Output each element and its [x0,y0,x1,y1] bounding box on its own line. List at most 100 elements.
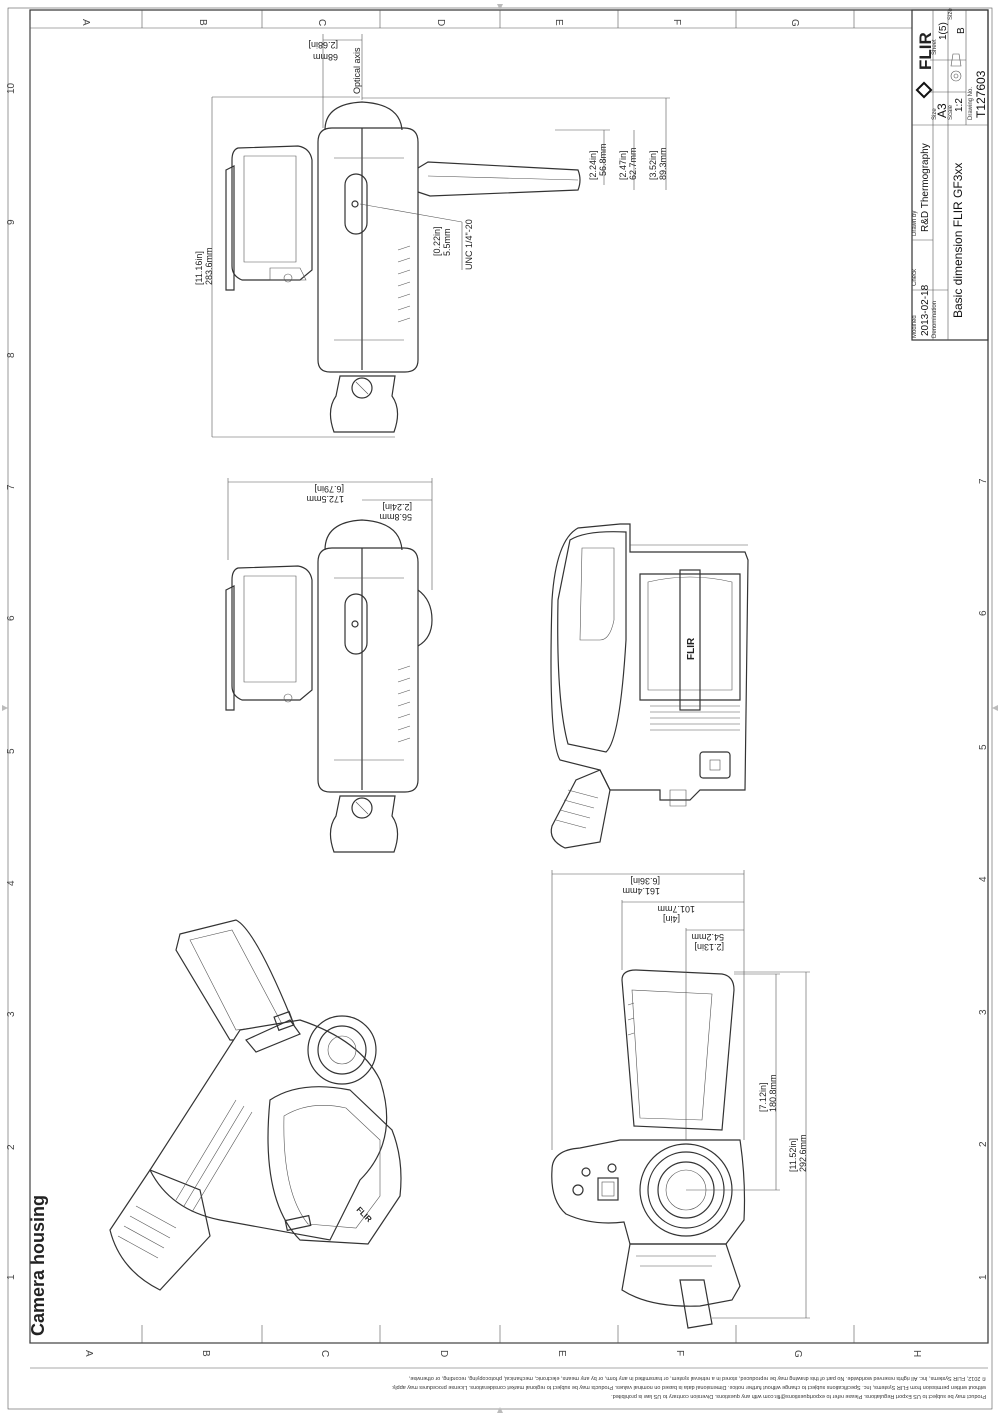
dim-front-h2-mm: 292.6mm [798,1134,808,1172]
zone-strip-top: A B C D E F G [30,10,912,29]
side-view: FLIR [550,523,749,849]
dim-front-w1-in: [6.36in] [630,876,660,886]
zone-num-left-10: 10 [6,82,17,94]
zone-num-right-3: 3 [978,1009,989,1015]
zone-letter-top-e: E [553,19,564,26]
footer: © 2012, FLIR Systems, Inc. All rights re… [30,1367,988,1399]
zone-letter-top-f: F [671,19,682,25]
zone-strip-left: 1 2 3 4 5 6 7 8 9 10 [6,20,31,1340]
sheet-label: Sheet [932,39,938,55]
size-label: Size [932,108,938,120]
zone-num-right-7: 7 [978,478,989,484]
middle-view-dimensions: [6.79in] 172.5mm [2.24in] 56.8mm [227,478,433,590]
rev-label: Size [948,8,954,20]
dim-front-w3-in: [2.13in] [694,942,724,952]
zone-num-left-7: 7 [6,484,17,490]
zone-num-left-4: 4 [6,880,17,886]
zone-num-left-9: 9 [6,219,17,225]
zone-num-right-5: 5 [978,744,989,750]
size-value: A3 [935,103,949,118]
denomination-label: Denomination [932,301,938,338]
side-view-flir-mark: FLIR [686,637,697,660]
dim-a-mm: 56.8mm [598,143,608,176]
footer-line-2: without written permission from FLIR Sys… [391,1384,987,1390]
dim-top-height-in: [11.16in] [194,251,204,285]
outer-frame [7,7,993,1410]
dim-optical-axis-label: Optical axis [352,47,362,94]
zone-num-right-6: 6 [978,610,989,616]
dim-mid-a-mm: 56.8mm [379,512,412,522]
drawing-no-value: T127603 [974,70,988,118]
zone-strip-bottom: A B C D E F G H [30,1325,988,1358]
dim-tripod-mm: 5.5mm [442,228,452,256]
footer-line-3: Product may be subject to US Export Regu… [611,1393,986,1399]
zone-letter-bottom-h: H [911,1350,922,1357]
check-label: Check [912,268,918,286]
scale-value: 1:2 [954,98,965,112]
dim-mid-width-in: [6.79in] [314,484,344,494]
top-view [225,101,581,433]
sheet-value: 1(5) [938,22,949,40]
dim-top-height-mm: 283.6mm [204,247,214,285]
dim-front-w2-in: [4in] [663,914,680,924]
dim-optical-axis-in: [2.68in] [308,40,338,50]
zone-num-right-2: 2 [978,1141,989,1147]
middle-view [225,519,433,853]
dim-b-mm: 62.7mm [628,147,638,180]
scale-label: Scale [948,104,954,120]
dim-tripod-thread: UNC 1/4"-20 [464,219,474,270]
denomination-value: Basic dimension FLIR GF3xx [951,163,965,318]
zone-num-left-6: 6 [6,615,17,621]
zone-letter-top-a: A [80,19,91,26]
dim-b-in: [2.47in] [618,150,628,180]
dim-tripod-in: [0.22in] [432,226,442,256]
zone-num-left-8: 8 [6,352,17,358]
zone-letter-bottom-b: B [200,1350,211,1357]
border-ticks [2,4,998,1413]
zone-num-left-1: 1 [6,1274,17,1280]
dim-c-mm: 89.3mm [658,147,668,180]
projection-symbol [950,53,962,82]
title-block: FLIR Size A3 Sheet 1(5) Scale 1:2 Size B… [911,8,989,341]
front-view [551,969,746,1329]
front-view-dimensions: [6.36in] 161.4mm 101.7mm [4in] 54.2mm [2… [551,870,810,1319]
zone-letter-bottom-g: G [792,1350,803,1358]
dim-front-h2-in: [11.52in] [788,1138,798,1172]
dim-front-w3-mm: 54.2mm [691,932,724,942]
dim-front-w2-mm: 101.7mm [657,904,695,914]
zone-letter-bottom-d: D [438,1350,449,1357]
dim-c-in: [3.52in] [648,150,658,180]
zone-letter-top-g: G [789,19,800,27]
dim-front-w1-mm: 161.4mm [622,886,660,896]
drawn-by-label: Drawn by [912,211,918,236]
drawing-no-label: Drawing No. [968,87,974,120]
zone-num-right-1: 1 [978,1274,989,1280]
flir-logo-text: FLIR [916,32,935,70]
zone-num-right-4: 4 [978,876,989,882]
dim-mid-a-in: [2.24in] [382,502,412,512]
zone-num-left-5: 5 [6,748,17,754]
footer-line-1: © 2012, FLIR Systems, Inc. All rights re… [408,1375,986,1382]
zone-letter-top-d: D [435,19,446,26]
top-view-dimensions: [2.68in] 68mm Optical axis [11.16in] 283… [194,34,670,438]
dim-front-h1-in: [7.12in] [758,1082,768,1112]
zone-letter-bottom-a: A [83,1350,94,1357]
zone-strip-right: 7 6 5 4 3 2 1 [978,478,989,1280]
section-title: Camera housing [28,1195,48,1336]
modified-label: Modified [912,315,918,338]
zone-letter-top-b: B [197,19,208,26]
zone-letter-bottom-c: C [319,1350,330,1357]
zone-letter-bottom-e: E [556,1350,567,1357]
dim-mid-width-mm: 172.5mm [306,494,344,504]
rev-value: B [956,27,967,34]
dim-optical-axis-mm: 68mm [313,52,338,62]
isometric-view: FLIR [109,919,402,1291]
dim-a-in: [2.24in] [588,150,598,180]
dim-front-h1-mm: 180.8mm [768,1074,778,1112]
modified-value: 2013-02-18 [920,284,931,336]
zone-letter-top-c: C [316,19,327,26]
zone-num-left-2: 2 [6,1144,17,1150]
drawn-by-value: R&D Thermography [920,143,931,232]
zone-num-left-3: 3 [6,1011,17,1017]
